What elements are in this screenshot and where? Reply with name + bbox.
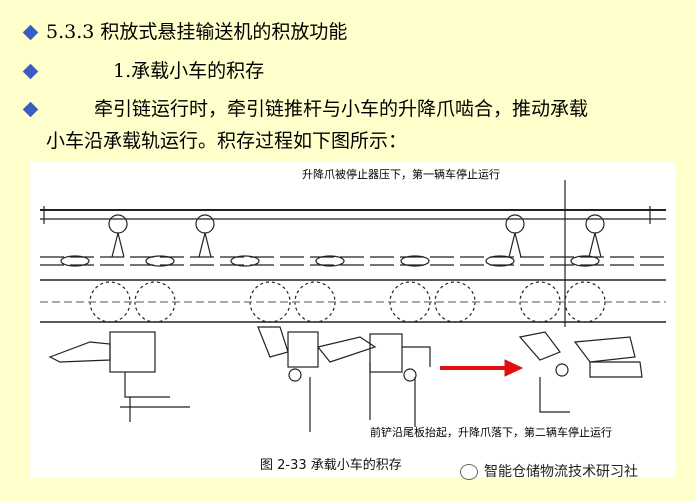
trolley-1 [48,331,170,398]
label-top: 升降爪被停止器压下，第一辆车停止运行 [302,168,500,181]
watermark: 智能仓储物流技术研习社 [460,461,638,481]
conveyor-figure: 升降爪被停止器压下，第一辆车停止运行 前铲沿尾板抬起，升降爪落下，第二辆车停止运… [30,162,676,478]
chain-links [60,255,600,267]
wechat-icon [460,464,478,480]
bullet-diamond-icon [22,63,39,80]
chain-hangers [108,214,605,258]
watermark-text: 智能仓储物流技术研习社 [484,464,638,480]
bullet-diamond-icon [22,101,39,118]
conveyor-diagram [40,180,666,432]
trolley-2 [257,326,377,382]
subsection-heading: 1.承载小车的积存 [113,60,265,82]
trolley-3 [369,333,431,382]
bullet-diamond-icon [22,24,39,41]
direction-arrow [440,359,524,377]
body-text-line-1: 牵引链运行时，牵引链推杆与小车的升降爪啮合，推动承载 [94,98,589,120]
section-heading: 5.3.3 积放式悬挂输送机的积放功能 [46,21,348,43]
body-text-line-2: 小车沿承载轨运行。积存过程如下图所示： [46,130,408,152]
trolley-4 [518,331,643,378]
figure-caption: 图 2-33 承载小车的积存 [260,458,402,473]
label-bottom: 前铲沿尾板抬起，升降爪落下，第二辆车停止运行 [370,426,612,439]
